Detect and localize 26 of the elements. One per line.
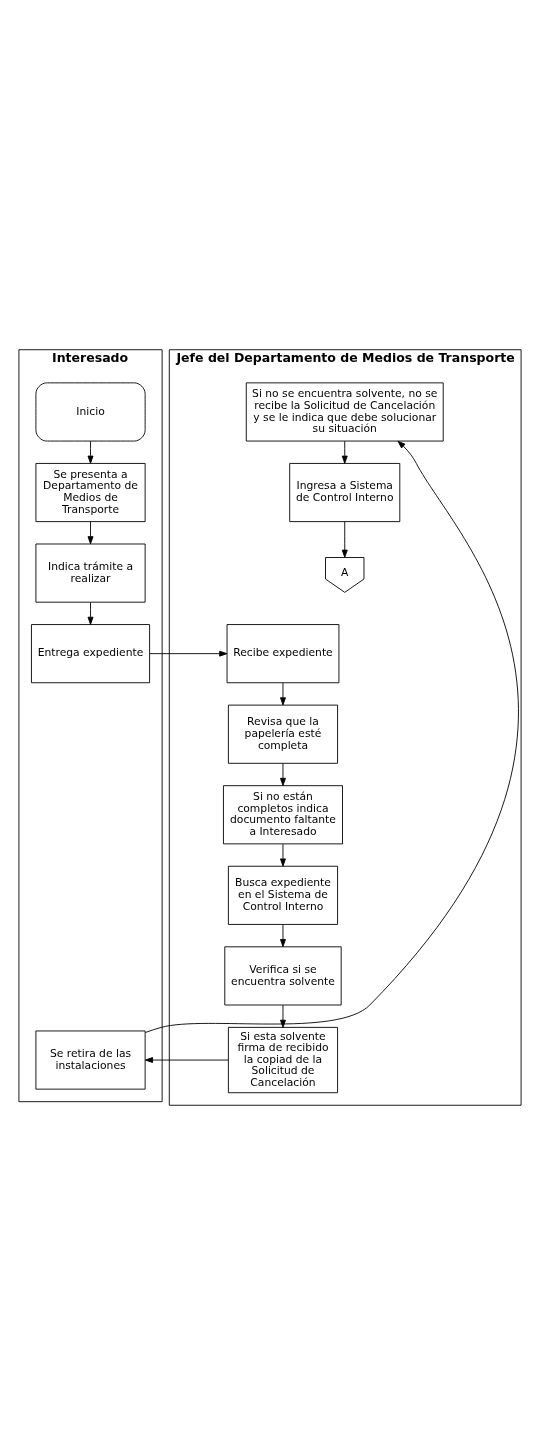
node-box: Revisa que la papelería esté completa: [227, 704, 339, 764]
node-box: Recibe expediente: [226, 623, 340, 683]
node-box: Indica trámite a realizar: [35, 543, 146, 603]
node-box: Entrega expediente: [31, 623, 151, 683]
arrow: [280, 923, 286, 947]
arrow: [149, 650, 228, 657]
arrow: [87, 440, 94, 464]
node-box: Se retira de las instalaciones: [35, 1030, 146, 1090]
arrow: [341, 520, 348, 558]
arrow: [341, 440, 348, 464]
arrow: [280, 1004, 286, 1028]
arrow: [280, 843, 286, 866]
node-box: Si no están completos indica documento faltante a Interesado: [223, 784, 343, 844]
arrow: [87, 520, 94, 544]
node-box: Inicio: [35, 381, 146, 441]
node-box: Si no se encuentra solvente, no se recibe la Solicitud de Cancelación y se le indica que debe solucionar su situación: [245, 381, 444, 441]
node-box: Verifica si se encuentra solvente: [224, 945, 342, 1005]
node-box: Ingresa a Sistema de Control Interno: [289, 462, 401, 522]
node-box: Si esta solvente firma de recibido la copiad de la Solicitud de Cancelación: [227, 1026, 339, 1093]
node-box: Se presenta a Departamento de Medios de Transporte: [35, 462, 146, 522]
arrow: [87, 601, 94, 625]
arrow: [144, 1056, 229, 1063]
arrow: [145, 440, 519, 1033]
arrow: [280, 762, 286, 786]
arrow: [280, 682, 286, 705]
node-box: Busca expediente en el Sistema de Control Interno: [227, 865, 339, 925]
